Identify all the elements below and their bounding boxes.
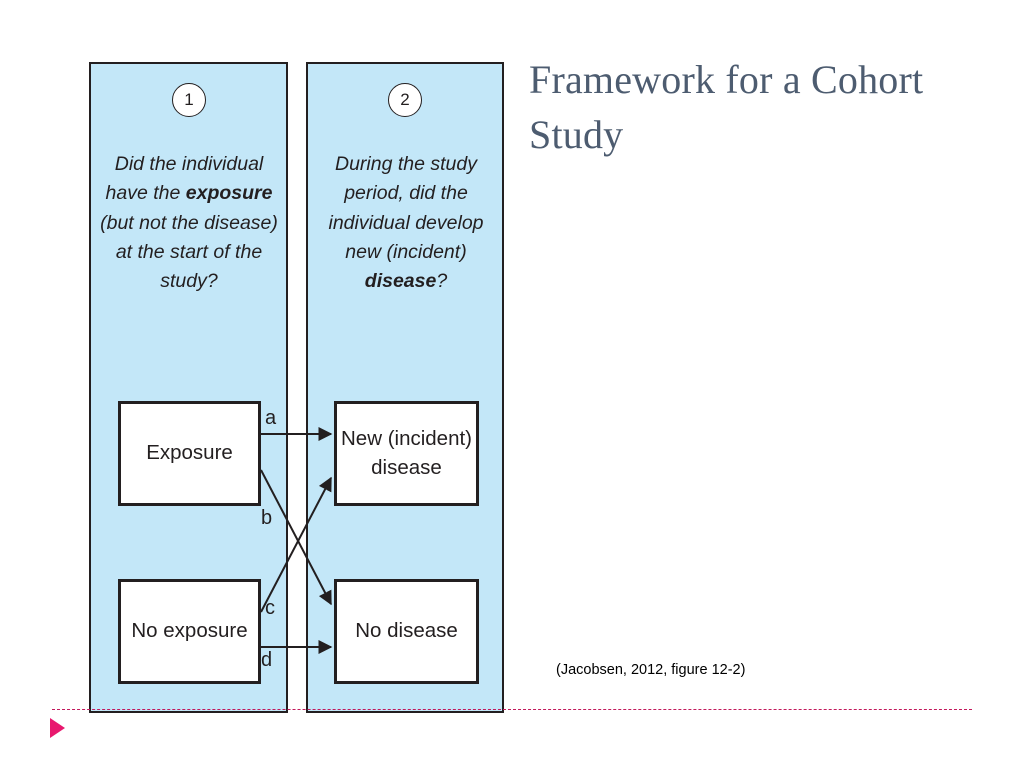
panel-1-question: Did the individual have the exposure (bu… (100, 153, 278, 292)
step-number-circle-2: 2 (388, 83, 422, 117)
node-new-incident-disease: New (incident) disease (334, 401, 479, 506)
step-number-circle-1: 1 (172, 83, 206, 117)
arrow-label-a: a (265, 407, 277, 429)
arrow-label-d: d (261, 649, 273, 671)
node-no-exposure: No exposure (118, 579, 261, 684)
panel-2-question: During the study period, did the individ… (328, 153, 484, 292)
source-citation: (Jacobsen, 2012, figure 12-2) (556, 662, 746, 678)
play-triangle-icon (50, 718, 65, 738)
page-title: Framework for a Cohort Study (529, 57, 924, 158)
arrow-label-c: c (265, 597, 275, 619)
bottom-divider (52, 709, 972, 710)
cohort-study-figure: 1 2 Did the individual have the exposure… (0, 0, 520, 730)
node-exposure: Exposure (118, 401, 261, 506)
node-no-disease: No disease (334, 579, 479, 684)
arrow-label-b: b (261, 507, 273, 529)
